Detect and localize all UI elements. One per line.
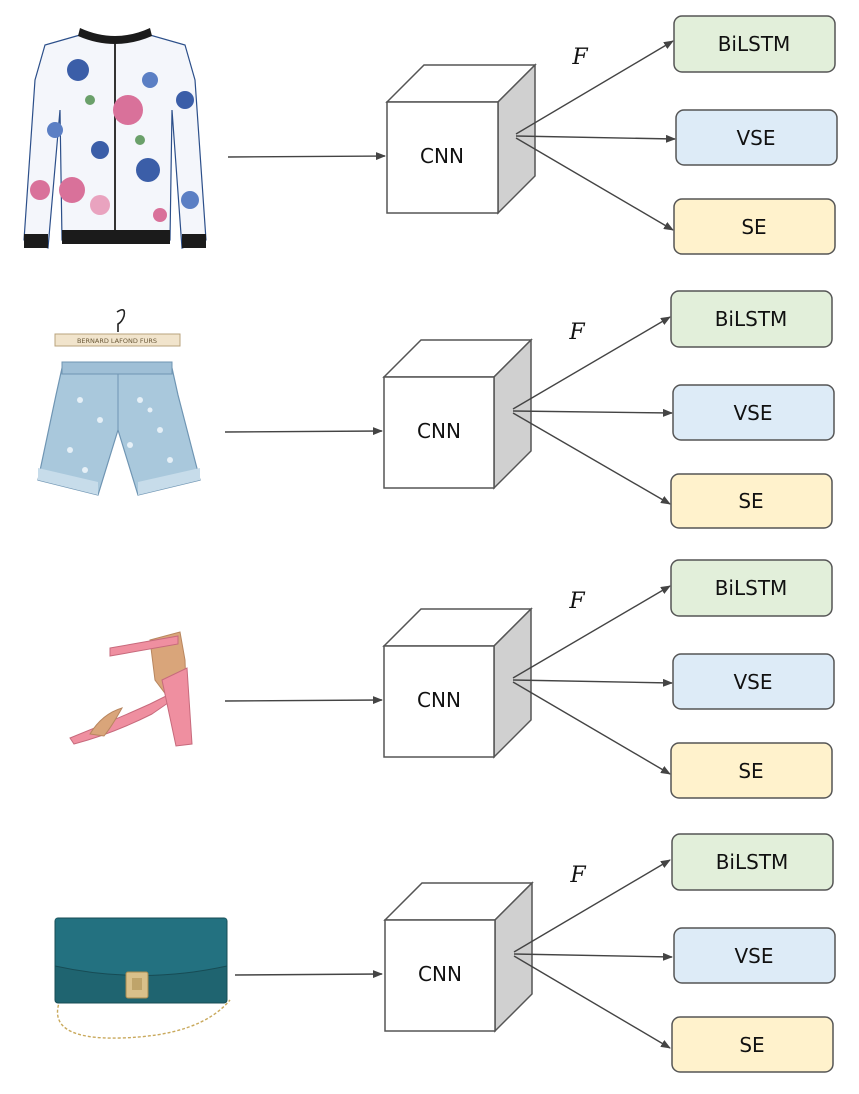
se-box: SE (670, 473, 833, 529)
hanger-tag-text: BERNARD LAFOND FURS (77, 337, 157, 345)
floral-jacket-image (23, 28, 207, 249)
vse-label: VSE (733, 401, 772, 425)
bilstm-label: BiLSTM (715, 576, 788, 600)
output-arrow (512, 412, 671, 505)
bilstm-label: BiLSTM (716, 850, 789, 874)
row-0-jacket: CNN F BiLSTM VSE SE (23, 15, 838, 255)
vse-box: VSE (675, 109, 838, 166)
se-label: SE (739, 1033, 764, 1057)
feature-f-label: F (571, 45, 588, 70)
input-arrow (224, 427, 383, 436)
cnn-label: CNN (417, 419, 461, 443)
output-arrow (512, 408, 673, 417)
cnn-cube: CNN (383, 881, 534, 1033)
teal-clutch-bag-image (54, 917, 231, 1039)
denim-shorts-image: BERNARD LAFOND FURS (37, 308, 201, 496)
se-label: SE (738, 759, 763, 783)
se-label: SE (741, 215, 766, 239)
vse-label: VSE (736, 126, 775, 150)
cnn-label: CNN (420, 144, 464, 168)
output-arrow (513, 859, 671, 953)
bilstm-box: BiLSTM (670, 559, 833, 617)
chain-strap (56, 999, 231, 1039)
output-arrow (512, 678, 673, 687)
cnn-cube: CNN (382, 338, 533, 490)
se-box: SE (670, 742, 833, 799)
row-3-clutch: CNN F BiLSTM VSE SE (54, 833, 836, 1073)
output-arrow (515, 137, 674, 231)
input-arrow (234, 970, 383, 979)
cnn-cube: CNN (382, 607, 533, 759)
se-box: SE (673, 198, 836, 255)
cnn-cube: CNN (385, 63, 537, 215)
bilstm-label: BiLSTM (718, 32, 791, 56)
output-arrow (512, 681, 671, 775)
output-arrow (513, 955, 671, 1049)
vse-label: VSE (734, 944, 773, 968)
hanger-bar (54, 333, 181, 347)
cnn-label: CNN (417, 688, 461, 712)
output-arrow (512, 316, 671, 410)
bilstm-box: BiLSTM (671, 833, 834, 891)
cnn-label: CNN (418, 962, 462, 986)
output-arrow (513, 952, 673, 961)
hanger-hook (116, 308, 126, 332)
bilstm-box: BiLSTM (670, 290, 833, 348)
output-arrow (515, 40, 674, 135)
bilstm-label: BiLSTM (715, 307, 788, 331)
output-arrow (512, 585, 671, 679)
vse-box: VSE (673, 927, 836, 984)
feature-f-label: F (568, 320, 585, 345)
pink-heeled-sandal-image (69, 631, 193, 747)
floral-pattern (30, 59, 199, 222)
row-1-shorts: BERNARD LAFOND FURS CNN F BiLSTM (37, 290, 835, 529)
output-arrow (515, 134, 676, 143)
feature-f-label: F (569, 863, 586, 888)
feature-f-label: F (568, 589, 585, 614)
input-arrow (224, 696, 383, 705)
se-label: SE (738, 489, 763, 513)
vse-label: VSE (733, 670, 772, 694)
input-arrow (227, 152, 386, 161)
vse-box: VSE (672, 653, 835, 710)
bilstm-box: BiLSTM (673, 15, 836, 73)
se-box: SE (671, 1016, 834, 1073)
vse-box: VSE (672, 384, 835, 441)
row-2-sandal: CNN F BiLSTM VSE SE (69, 559, 835, 799)
